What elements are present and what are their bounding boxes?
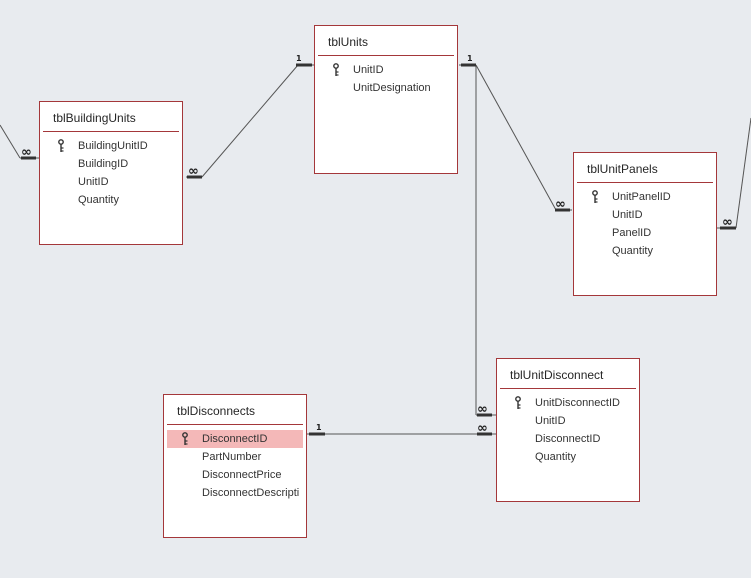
title-divider bbox=[43, 131, 179, 132]
table-title[interactable]: tblUnits bbox=[328, 35, 369, 49]
field-disconnectid-selected[interactable]: DisconnectID bbox=[167, 430, 303, 448]
field-unitid[interactable]: UnitID bbox=[43, 173, 179, 191]
field-buildingid[interactable]: BuildingID bbox=[43, 155, 179, 173]
field-label: UnitID bbox=[78, 176, 109, 188]
field-label: Quantity bbox=[78, 194, 119, 206]
title-divider bbox=[500, 388, 636, 389]
field-unitid[interactable]: UnitID bbox=[500, 412, 636, 430]
field-quantity[interactable]: Quantity bbox=[500, 448, 636, 466]
field-list: BuildingUnitID BuildingID UnitID Quantit… bbox=[40, 132, 182, 209]
primary-key-icon bbox=[515, 396, 521, 409]
field-unitdisconnectid[interactable]: UnitDisconnectID bbox=[500, 394, 636, 412]
primary-key-icon bbox=[182, 432, 188, 445]
title-divider bbox=[318, 55, 454, 56]
field-label: Quantity bbox=[535, 451, 576, 463]
table-title[interactable]: tblDisconnects bbox=[177, 404, 256, 418]
cardinality-many-left: ∞ bbox=[21, 145, 32, 160]
table-tblunits[interactable]: tblUnits UnitID UnitDesignation bbox=[314, 25, 458, 174]
field-label: PartNumber bbox=[202, 451, 262, 463]
field-label: UnitID bbox=[612, 209, 643, 221]
cardinality-many-unitdisconnect-top: ∞ bbox=[477, 402, 488, 417]
relationship-line-buildingunits-to-units[interactable] bbox=[201, 64, 299, 178]
field-label: DisconnectID bbox=[202, 433, 268, 445]
field-label: BuildingID bbox=[78, 158, 129, 170]
table-tblbuildingunits[interactable]: tblBuildingUnits BuildingUnitID Building… bbox=[39, 101, 183, 245]
table-title[interactable]: tblUnitDisconnect bbox=[510, 368, 604, 382]
field-list: UnitID UnitDesignation bbox=[315, 56, 457, 97]
primary-key-icon bbox=[58, 139, 64, 152]
field-quantity[interactable]: Quantity bbox=[577, 242, 713, 260]
field-list: DisconnectID PartNumber DisconnectPrice … bbox=[164, 425, 306, 502]
primary-key-icon bbox=[592, 190, 598, 203]
field-unitpanelid[interactable]: UnitPanelID bbox=[577, 188, 713, 206]
field-disconnectid[interactable]: DisconnectID bbox=[500, 430, 636, 448]
field-label: UnitID bbox=[535, 415, 566, 427]
relationship-line-unitpanels-to-right[interactable] bbox=[735, 117, 751, 229]
table-title[interactable]: tblBuildingUnits bbox=[53, 111, 136, 125]
field-buildingunitid[interactable]: BuildingUnitID bbox=[43, 137, 179, 155]
field-partnumber[interactable]: PartNumber bbox=[167, 448, 303, 466]
field-list: UnitDisconnectID UnitID DisconnectID Qua… bbox=[497, 389, 639, 466]
relationship-line-units-to-unitpanels[interactable] bbox=[475, 64, 557, 211]
relationship-line-left-to-buildingunits[interactable] bbox=[0, 124, 21, 159]
field-disconnectdescription[interactable]: DisconnectDescripti bbox=[167, 484, 303, 502]
title-divider bbox=[577, 182, 713, 183]
field-label: UnitPanelID bbox=[612, 191, 671, 203]
field-list: UnitPanelID UnitID PanelID Quantity bbox=[574, 183, 716, 260]
field-label: PanelID bbox=[612, 227, 652, 239]
title-divider bbox=[167, 424, 303, 425]
field-disconnectprice[interactable]: DisconnectPrice bbox=[167, 466, 303, 484]
primary-key-icon bbox=[333, 63, 339, 76]
field-label: UnitDesignation bbox=[353, 82, 431, 94]
cardinality-one-disconnects: 1 bbox=[316, 423, 322, 432]
field-label: DisconnectDescripti bbox=[202, 487, 300, 499]
field-quantity[interactable]: Quantity bbox=[43, 191, 179, 209]
cardinality-many-unitpanels-right: ∞ bbox=[722, 215, 733, 230]
field-label: UnitID bbox=[353, 64, 384, 76]
field-unitid[interactable]: UnitID bbox=[318, 61, 454, 79]
table-title[interactable]: tblUnitPanels bbox=[587, 162, 658, 176]
table-tbldisconnects[interactable]: tblDisconnects DisconnectID PartNumber D… bbox=[163, 394, 307, 538]
field-unitdesignation[interactable]: UnitDesignation bbox=[318, 79, 454, 97]
cardinality-many-buildingunits: ∞ bbox=[188, 164, 199, 179]
field-label: UnitDisconnectID bbox=[535, 397, 620, 409]
field-unitid[interactable]: UnitID bbox=[577, 206, 713, 224]
field-label: BuildingUnitID bbox=[78, 140, 148, 152]
table-tblunitpanels[interactable]: tblUnitPanels UnitPanelID UnitID PanelID… bbox=[573, 152, 717, 296]
table-tblunitdisconnect[interactable]: tblUnitDisconnect UnitDisconnectID UnitI… bbox=[496, 358, 640, 502]
field-label: Quantity bbox=[612, 245, 653, 257]
cardinality-many-unitpanels: ∞ bbox=[555, 197, 566, 212]
field-label: DisconnectID bbox=[535, 433, 601, 445]
field-panelid[interactable]: PanelID bbox=[577, 224, 713, 242]
cardinality-one-units-left: 1 bbox=[296, 54, 302, 63]
cardinality-one-units-right: 1 bbox=[467, 54, 473, 63]
cardinality-many-unitdisconnect-bottom: ∞ bbox=[477, 421, 488, 436]
field-label: DisconnectPrice bbox=[202, 469, 282, 481]
